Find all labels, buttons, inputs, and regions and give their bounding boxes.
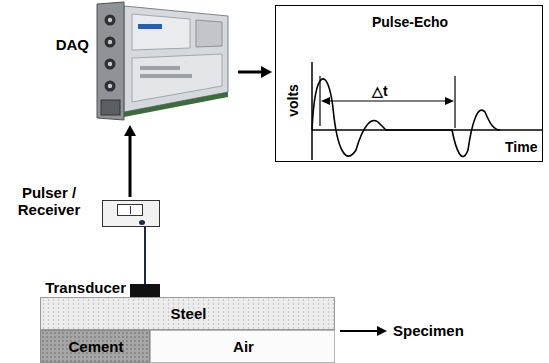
pulser-receiver-box: Pulser / Receiver — [102, 200, 160, 227]
daq-card — [97, 2, 228, 120]
pulser-trace — [130, 206, 131, 214]
cement-layer: Cement — [40, 330, 150, 363]
signal-cable — [145, 227, 146, 284]
air-layer: Air — [150, 330, 335, 363]
pulser-display — [117, 204, 143, 216]
node-heading: Pulser / Receiver — [3, 184, 95, 218]
node-heading: DAQ — [37, 36, 89, 53]
plot-frame: Pulse-Echo — [275, 5, 543, 162]
callout-label: Specimen — [393, 322, 464, 339]
flow-arrow — [124, 125, 136, 197]
output-port — [139, 220, 145, 225]
axis-label: Time — [505, 139, 537, 156]
specimen-leader — [340, 326, 387, 336]
node-heading: Transducer — [24, 279, 126, 296]
node-text: Pulse-Echo — [276, 14, 544, 31]
delta-t-label: △t — [370, 83, 390, 100]
arrow-head — [261, 66, 272, 78]
daq-device: DAQ — [95, 0, 235, 122]
steel-layer: Steel — [40, 297, 335, 330]
transducer: Transducer — [130, 284, 160, 297]
pulse-echo-plot — [312, 62, 543, 160]
connector-line — [129, 133, 132, 197]
node-text: Steel — [41, 305, 336, 322]
flow-arrow — [238, 66, 272, 78]
arrow-head — [124, 125, 136, 136]
connector-line — [144, 227, 146, 284]
node-text: Cement — [41, 338, 151, 355]
axis-label: volts — [285, 76, 302, 126]
connector-line — [238, 71, 264, 74]
node-text: Air — [151, 338, 336, 355]
